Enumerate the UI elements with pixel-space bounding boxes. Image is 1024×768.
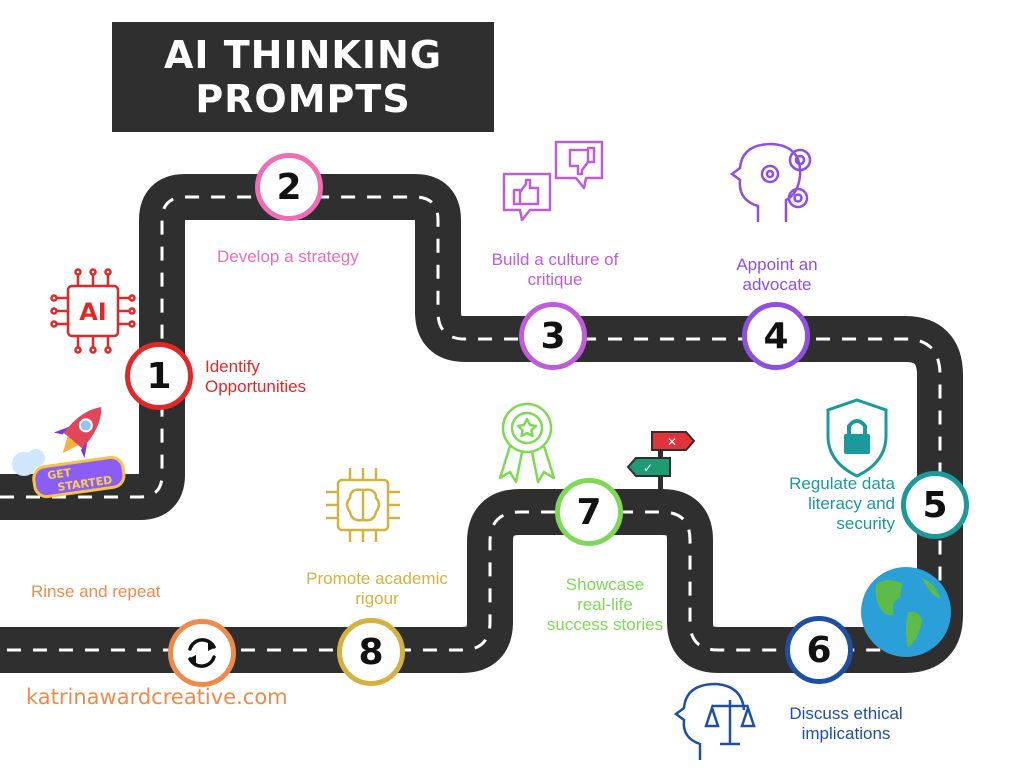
step-2-label: Develop a strategy <box>217 247 359 267</box>
repeat-label: Rinse and repeat <box>31 582 161 601</box>
step-4-label-line-2: advocate <box>742 275 812 294</box>
step-4-label-line-1: Appoint an <box>736 255 818 274</box>
step-5-node: 5 <box>901 471 969 539</box>
step-3-node: 3 <box>519 302 587 370</box>
step-7-label: Showcase real-life success stories <box>530 575 680 635</box>
step-8-label: Promote academic rigour <box>284 569 470 609</box>
step-5-label-line-2: literacy and <box>808 494 895 513</box>
credit-link[interactable]: katrinawardcreative.com <box>26 685 288 709</box>
title-banner: AI THINKING PROMPTS <box>112 22 494 132</box>
step-7-node: 7 <box>555 478 623 546</box>
title-line-1: AI THINKING <box>163 33 443 77</box>
step-5-label-line-1: Regulate data <box>789 474 895 493</box>
step-5-label-line-3: security <box>836 514 895 533</box>
step-3-label-line-1: Build a culture of <box>491 250 619 269</box>
step-3-label-line-2: critique <box>527 270 583 289</box>
signpost-icon: ✕ ✓ <box>626 431 696 501</box>
step-2-node: 2 <box>255 153 323 221</box>
step-6-node: 6 <box>785 616 853 684</box>
step-8-node: 8 <box>337 618 405 686</box>
globe-icon <box>861 567 951 657</box>
step-3-label: Build a culture of critique <box>470 250 640 290</box>
step-2-label-line-1: Develop a strategy <box>217 247 359 266</box>
step-8-label-line-2: rigour <box>355 589 399 608</box>
step-1-label: Identify Opportunities <box>205 357 306 397</box>
shield-lock-icon <box>826 398 888 478</box>
repeat-node <box>168 619 236 687</box>
ai-chip-icon: AI <box>50 268 136 354</box>
brain-chip-icon <box>326 468 400 542</box>
head-gears-icon <box>729 142 812 222</box>
title-line-2: PROMPTS <box>195 77 411 121</box>
step-1-label-line-2: Opportunities <box>205 377 307 396</box>
step-1-label-line-1: Identify <box>205 357 260 376</box>
step-6-label-line-1: Discuss ethical <box>789 704 903 723</box>
award-ribbon-icon <box>498 402 556 484</box>
head-scales-icon <box>673 682 756 760</box>
thumbs-feedback-icon <box>502 140 604 222</box>
step-5-label: Regulate data literacy and security <box>750 474 895 534</box>
svg-text:✕: ✕ <box>667 435 677 449</box>
step-4-label: Appoint an advocate <box>712 255 842 295</box>
step-7-label-line-1: Showcase <box>565 575 645 594</box>
svg-text:✓: ✓ <box>643 461 653 475</box>
get-started-line-1: GET <box>46 466 72 482</box>
step-6-label: Discuss ethical implications <box>768 704 924 744</box>
step-6-label-line-2: implications <box>801 724 891 743</box>
get-started-badge: GET STARTED <box>32 455 126 499</box>
rocket-icon: GET STARTED <box>12 407 126 499</box>
step-7-label-line-2: real-life <box>577 595 633 614</box>
step-8-label-line-1: Promote academic <box>306 569 448 588</box>
refresh-icon <box>188 638 216 668</box>
step-7-label-line-3: success stories <box>546 615 664 634</box>
step-4-node: 4 <box>742 302 810 370</box>
step-1-node: 1 <box>125 342 193 410</box>
ai-chip-text: AI <box>79 298 107 326</box>
